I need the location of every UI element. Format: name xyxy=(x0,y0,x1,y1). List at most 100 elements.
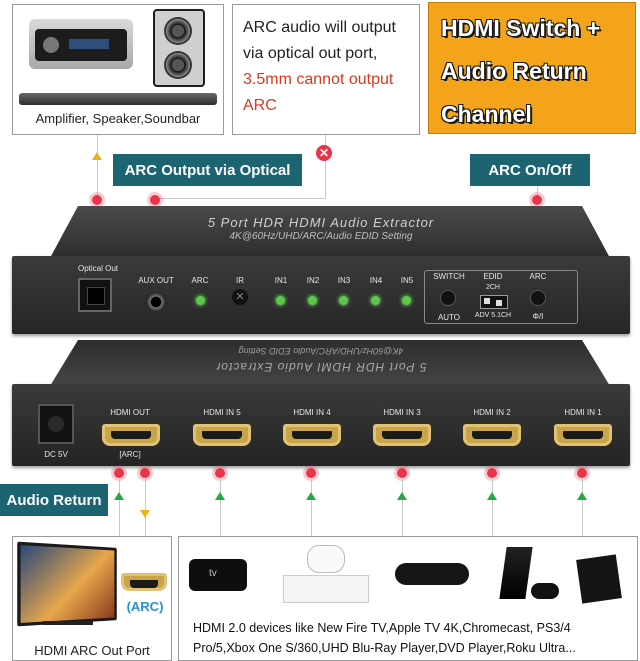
connector-line xyxy=(325,135,326,199)
connector-line xyxy=(97,135,98,197)
up-arrow-icon xyxy=(487,492,497,500)
label-hdmi-in-1: HDMI IN 1 xyxy=(564,408,602,417)
hdmi-in-4-port xyxy=(283,424,341,446)
label-in1: IN1 xyxy=(274,276,288,285)
up-arrow-icon xyxy=(92,152,102,160)
top-left-caption: Amplifier, Speaker,Soundbar xyxy=(35,111,201,126)
up-arrow-icon xyxy=(215,492,225,500)
label-edid: EDID xyxy=(483,272,503,281)
label-in5: IN5 xyxy=(400,276,414,285)
label-hdmi-in-3: HDMI IN 3 xyxy=(383,408,421,417)
connector-line xyxy=(492,478,493,536)
optical-out-port xyxy=(78,278,112,312)
connector-line xyxy=(311,478,312,536)
roku-image xyxy=(395,563,469,585)
bottom-left-box: (ARC) HDMI ARC Out Port xyxy=(12,536,172,661)
aux-out-port xyxy=(146,292,166,312)
title-line-2: Audio Return xyxy=(441,58,587,84)
label-edid-adv: ADV 5.1CH xyxy=(474,312,512,319)
hdmi-in-5-port xyxy=(193,424,251,446)
control-group xyxy=(424,270,578,324)
connector-line xyxy=(582,478,583,536)
up-arrow-icon xyxy=(577,492,587,500)
label-edid-2ch: 2CH xyxy=(485,284,500,291)
xbox-controller-image xyxy=(307,545,345,573)
tv-image xyxy=(17,541,117,627)
ir-sensor: ✕ xyxy=(232,289,248,305)
down-arrow-icon xyxy=(140,510,150,518)
tag-arc-output-optical: ARC Output via Optical xyxy=(113,154,302,186)
tag-arc-on-off: ARC On/Off xyxy=(470,154,590,186)
in3-led xyxy=(339,296,348,305)
port-marker-hdmi-in-1 xyxy=(577,468,587,478)
up-arrow-icon xyxy=(306,492,316,500)
port-marker-hdmi-in-5 xyxy=(215,468,225,478)
bottom-right-box: tv HDMI 2.0 devices like New Fire TV,App… xyxy=(178,536,638,661)
label-switch: SWITCH xyxy=(433,272,465,281)
label-ir: IR xyxy=(236,276,244,285)
blocked-icon: ✕ xyxy=(316,145,332,161)
connector-line xyxy=(402,478,403,536)
dc-5v-port xyxy=(38,404,74,444)
title-line-1: HDMI Switch + xyxy=(441,15,601,41)
connector-line xyxy=(155,198,325,199)
port-marker-hdmi-in-3 xyxy=(397,468,407,478)
port-marker-hdmi-out-b xyxy=(140,468,150,478)
title-box: HDMI Switch + Audio Return Channel xyxy=(428,2,636,134)
ps4-controller-image xyxy=(531,583,559,599)
front-panel: 5 Port HDR HDMI Audio Extractor 4K@60Hz/… xyxy=(10,206,632,334)
label-arc-button: ARC xyxy=(529,272,547,281)
front-panel-subtitle: 4K@60Hz/UHD/ARC/Audio EDID Setting xyxy=(229,231,413,242)
hdmi-out-port xyxy=(102,424,160,446)
label-hdmi-in-4: HDMI IN 4 xyxy=(293,408,331,417)
title-line-3: Channel xyxy=(441,101,532,127)
arc-label: (ARC) xyxy=(126,599,164,614)
in1-led xyxy=(276,296,285,305)
label-hdmi-out: HDMI OUT xyxy=(110,408,150,417)
xbox-image xyxy=(283,575,369,603)
connector-line xyxy=(145,478,146,536)
label-aux-out: AUX OUT xyxy=(138,276,174,285)
arc-led xyxy=(196,296,205,305)
tag-audio-return: Audio Return xyxy=(0,484,108,516)
soundbar-image xyxy=(19,93,217,105)
port-marker-aux xyxy=(150,195,160,205)
top-left-box: Amplifier, Speaker,Soundbar xyxy=(12,4,224,135)
label-optical-out: Optical Out xyxy=(77,264,118,273)
apple-tv-image: tv xyxy=(189,559,247,591)
back-panel-top-text: 5 Port HDR HDMI Audio Extractor xyxy=(215,360,427,374)
top-middle-box: ARC audio will output via optical out po… xyxy=(232,4,420,135)
label-hdmi-out-arc: [ARC] xyxy=(119,450,141,459)
devices-line-1: HDMI 2.0 devices like New Fire TV,Apple … xyxy=(193,621,571,635)
in5-led xyxy=(402,296,411,305)
port-marker-arc-button xyxy=(532,195,542,205)
connector-line xyxy=(119,478,120,536)
edid-dip-switch[interactable] xyxy=(480,295,508,309)
port-marker-hdmi-out-a xyxy=(114,468,124,478)
apple-tv-logo: tv xyxy=(209,568,217,579)
note-line-1: ARC audio will output xyxy=(243,19,396,36)
hdmi-in-3-port xyxy=(373,424,431,446)
ps4-image xyxy=(499,547,533,599)
switch-button[interactable] xyxy=(440,290,456,306)
label-in2: IN2 xyxy=(306,276,320,285)
label-arc-led: ARC xyxy=(191,276,209,285)
port-marker-hdmi-in-2 xyxy=(487,468,497,478)
bottom-left-caption: HDMI ARC Out Port xyxy=(34,643,150,658)
label-in3: IN3 xyxy=(337,276,351,285)
hdmi-in-2-port xyxy=(463,424,521,446)
port-marker-optical xyxy=(92,195,102,205)
hdmi-arc-connector xyxy=(121,573,167,591)
in2-led xyxy=(308,296,317,305)
in4-led xyxy=(371,296,380,305)
devices-line-2: Pro/5,Xbox One S/360,UHD Blu-Ray Player,… xyxy=(193,641,576,655)
note-line-4: ARC xyxy=(243,97,277,114)
amplifier-image xyxy=(29,19,133,69)
label-hdmi-in-2: HDMI IN 2 xyxy=(473,408,511,417)
back-panel: 4K@60Hz/UHD/ARC/Audio EDID Setting 5 Por… xyxy=(10,340,632,466)
front-panel-title: 5 Port HDR HDMI Audio Extractor xyxy=(207,215,435,230)
arc-toggle-button[interactable] xyxy=(530,290,546,306)
back-panel-sub-text: 4K@60Hz/UHD/ARC/Audio EDID Setting xyxy=(238,346,404,356)
connector-line xyxy=(537,185,538,197)
port-marker-hdmi-in-4 xyxy=(306,468,316,478)
